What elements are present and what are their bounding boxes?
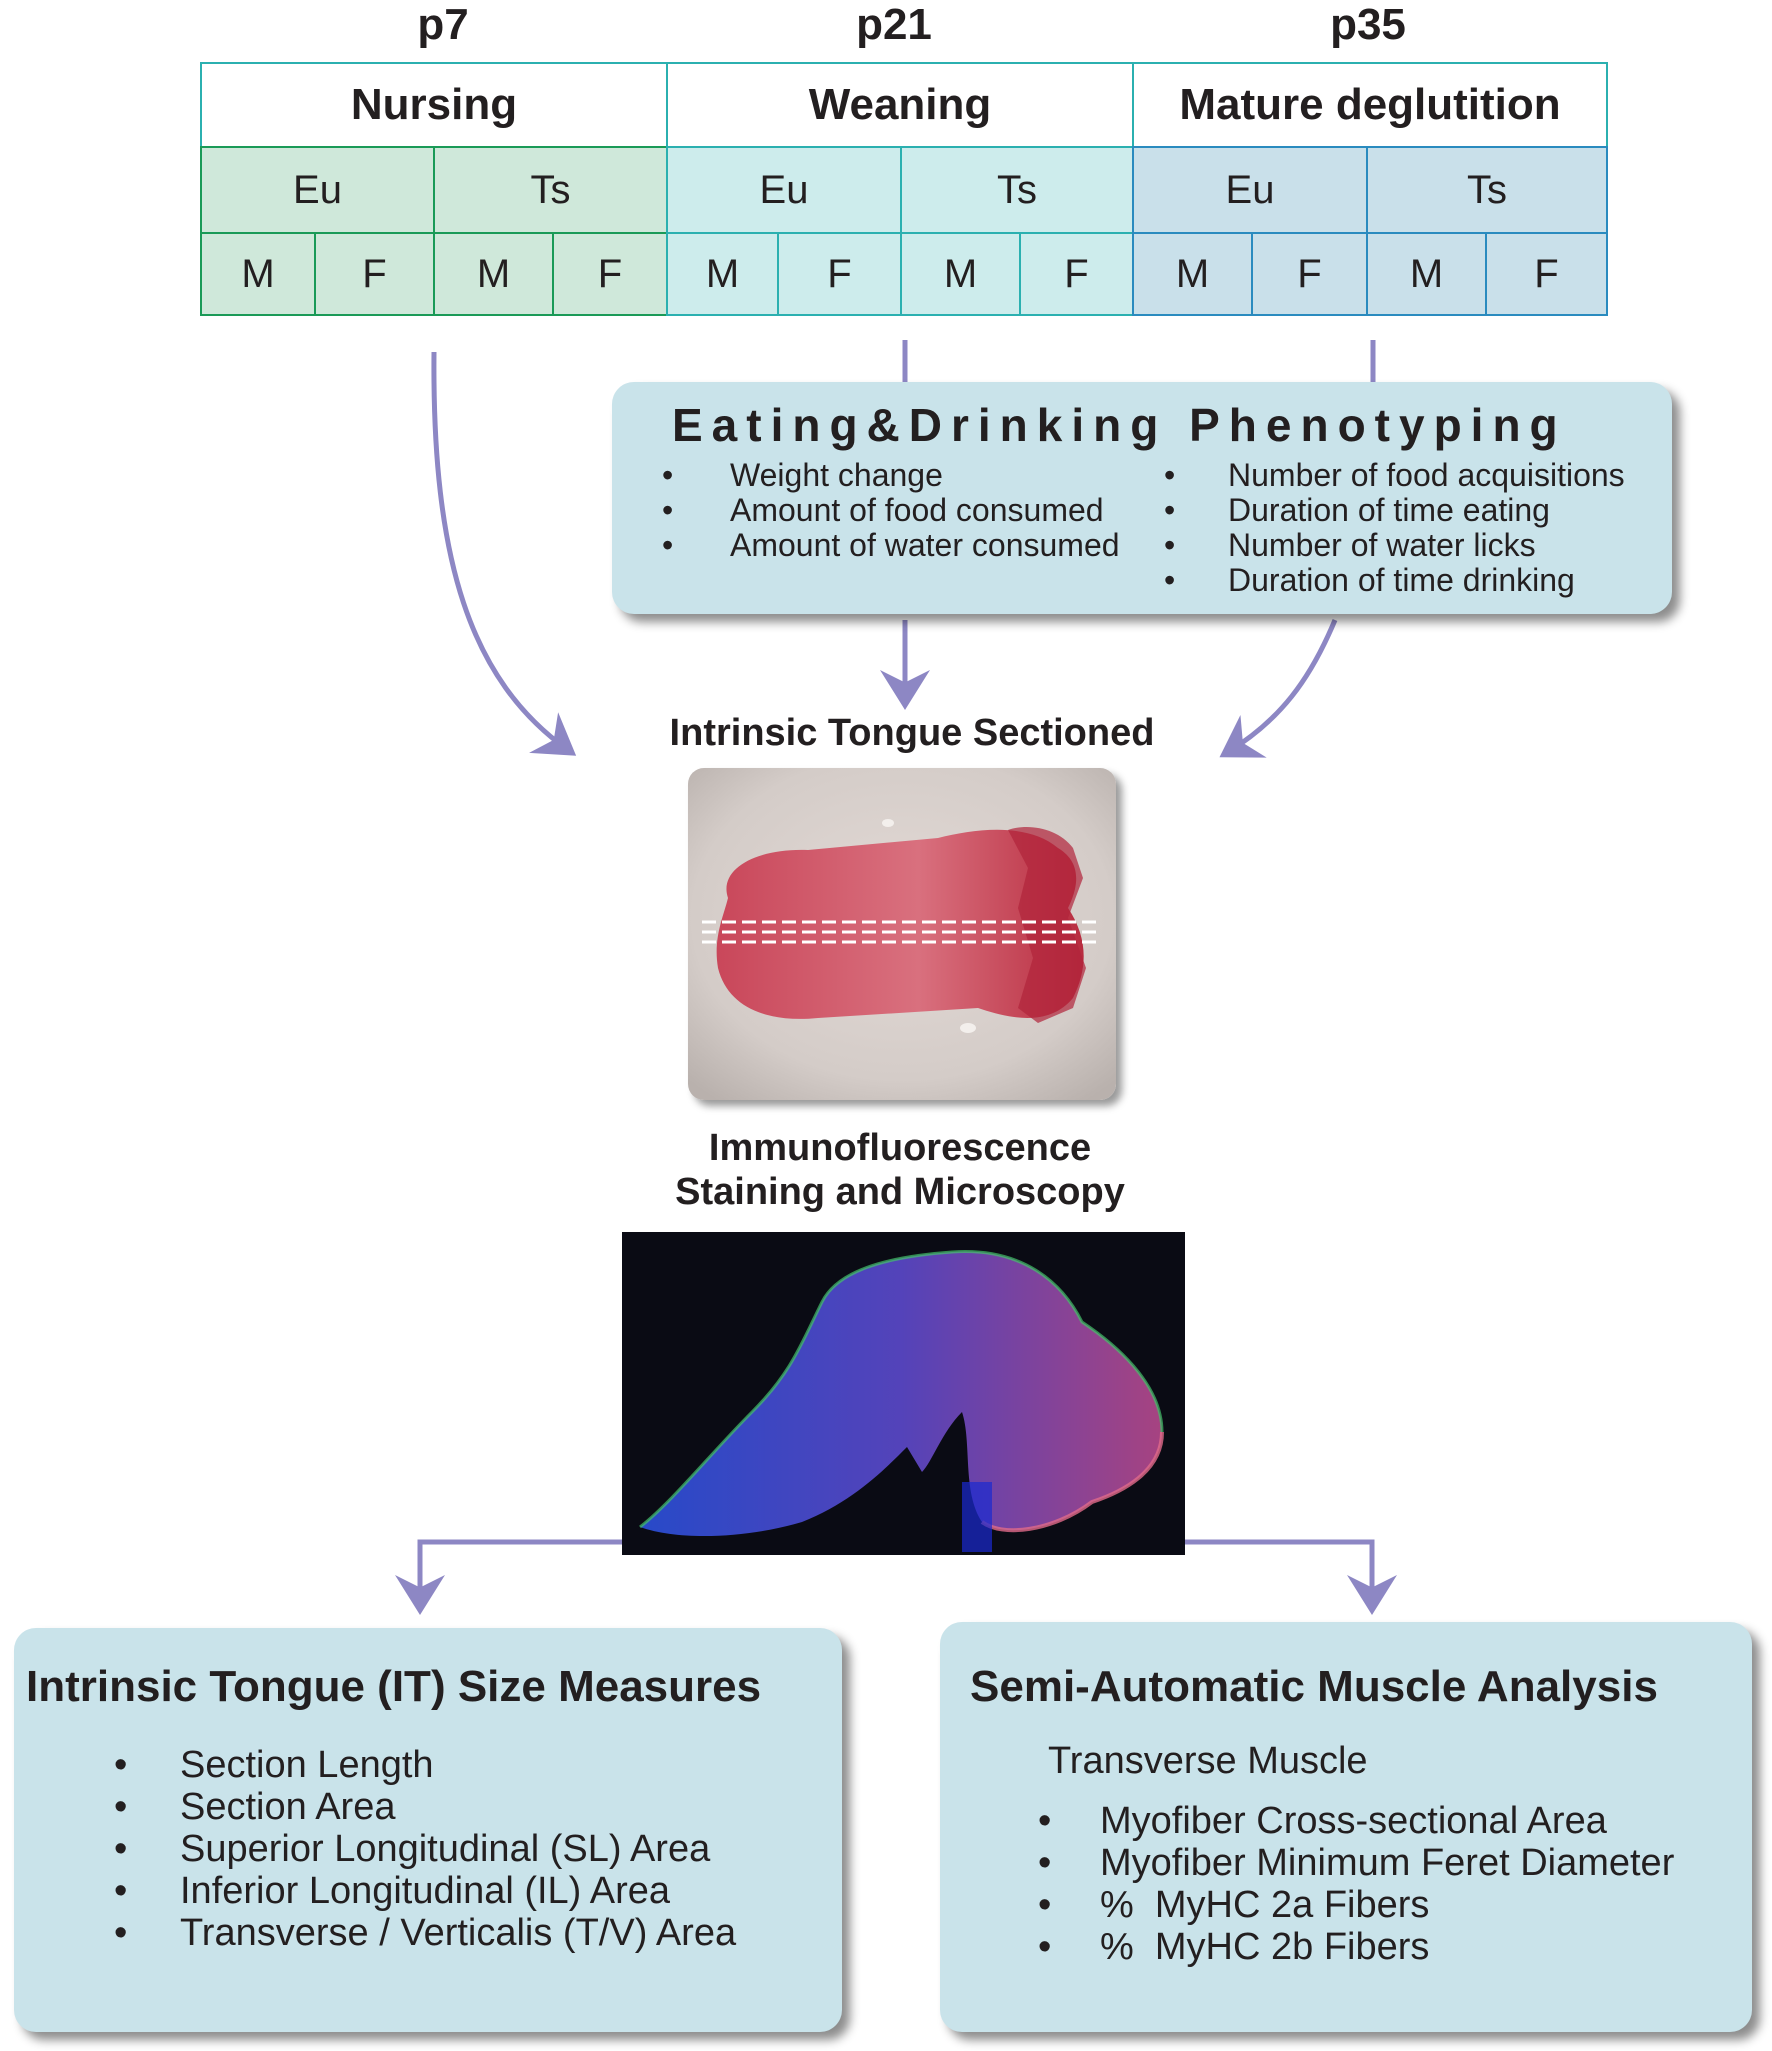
bullet-icon: •: [114, 1828, 128, 1870]
list-item-text: % MyHC 2a Fibers: [1100, 1884, 1430, 1926]
list-item-text: Amount of food consumed: [730, 492, 1104, 528]
muscle-analysis-subtitle: Transverse Muscle: [1048, 1740, 1368, 1782]
list-item: • Section Length: [114, 1744, 736, 1786]
list-item: • Myofiber Cross-sectional Area: [1038, 1800, 1674, 1842]
bullet-icon: •: [1038, 1926, 1052, 1968]
list-item-text: Weight change: [730, 457, 943, 493]
timeline-table: Nursing Weaning Mature deglutition Eu Ts…: [200, 62, 1608, 316]
list-item-text: Myofiber Minimum Feret Diameter: [1100, 1842, 1675, 1884]
genotype-eu-nursing: Eu: [200, 146, 435, 234]
bullet-icon: •: [662, 527, 674, 563]
immuno-micrograph: [622, 1232, 1185, 1555]
bullet-icon: •: [114, 1870, 128, 1912]
list-item: • Duration of time eating: [1164, 493, 1625, 528]
age-label-p35: p35: [1330, 0, 1406, 49]
size-measures-list: • Section Length • Section Area • Superior …: [114, 1744, 736, 1954]
sex-f-ts-mature: F: [1485, 232, 1608, 316]
sex-f-eu-weaning: F: [777, 232, 902, 316]
arrow-to-muscle-analysis: [1185, 1539, 1397, 1615]
sex-m-eu-mature: M: [1132, 232, 1253, 316]
list-item-text: Myofiber Cross-sectional Area: [1100, 1800, 1607, 1842]
bullet-icon: •: [1164, 457, 1176, 493]
list-item-text: Amount of water consumed: [730, 527, 1120, 563]
immuno-label: Immunofluorescence Staining and Microsco…: [600, 1126, 1200, 1214]
list-item-text: Section Length: [180, 1744, 434, 1786]
tongue-image: [688, 768, 1116, 1100]
list-item-text: Duration of time drinking: [1228, 562, 1575, 598]
bullet-icon: •: [1038, 1884, 1052, 1926]
size-measures-box: Intrinsic Tongue (IT) Size Measures • Sec…: [14, 1628, 842, 2032]
bullet-icon: •: [114, 1912, 128, 1954]
list-item-text: Number of water licks: [1228, 527, 1536, 563]
bullet-icon: •: [1164, 562, 1176, 598]
list-item-text: % MyHC 2b Fibers: [1100, 1926, 1430, 1968]
sex-m-ts-mature: M: [1366, 232, 1487, 316]
list-item-text: Transverse / Verticalis (T/V) Area: [180, 1912, 737, 1954]
list-item-text: Superior Longitudinal (SL) Area: [180, 1828, 711, 1870]
micrograph-image: [639, 1250, 1164, 1552]
bullet-icon: •: [662, 457, 674, 493]
arrow-to-size-measures: [395, 1539, 622, 1615]
bullet-icon: •: [662, 492, 674, 528]
sex-f-eu-mature: F: [1251, 232, 1368, 316]
tongue-section-label: Intrinsic Tongue Sectioned: [669, 712, 1155, 754]
list-item: • Section Area: [114, 1786, 736, 1828]
list-item: • Duration of time drinking: [1164, 563, 1625, 598]
genotype-ts-nursing: Ts: [433, 146, 668, 234]
genotype-ts-weaning: Ts: [900, 146, 1134, 234]
bullet-icon: •: [1038, 1842, 1052, 1884]
list-item: • Superior Longitudinal (SL) Area: [114, 1828, 736, 1870]
genotype-ts-mature: Ts: [1366, 146, 1608, 234]
stage-mature-deglutition: Mature deglutition: [1132, 62, 1608, 148]
list-item: • % MyHC 2a Fibers: [1038, 1884, 1674, 1926]
immuno-label-line2: Staining and Microscopy: [675, 1171, 1125, 1213]
age-label-p21: p21: [856, 0, 932, 49]
list-item: • Amount of food consumed: [662, 493, 1120, 528]
arrow-p7-to-section: [431, 351, 577, 756]
list-item: • Myofiber Minimum Feret Diameter: [1038, 1842, 1674, 1884]
muscle-analysis-title: Semi-Automatic Muscle Analysis: [970, 1662, 1658, 1711]
tongue-section-photo: [688, 768, 1116, 1100]
phenotyping-box: Eating&Drinking Phenotyping • Weight chan…: [612, 382, 1672, 614]
bullet-icon: •: [1164, 492, 1176, 528]
list-item: • % MyHC 2b Fibers: [1038, 1926, 1674, 1968]
list-item: • Amount of water consumed: [662, 528, 1120, 563]
sex-m-eu-weaning: M: [666, 232, 779, 316]
list-item: • Weight change: [662, 458, 1120, 493]
sex-f-ts-weaning: F: [1019, 232, 1134, 316]
bullet-icon: •: [114, 1786, 128, 1828]
list-item-text: Inferior Longitudinal (IL) Area: [180, 1870, 671, 1912]
muscle-analysis-list: • Myofiber Cross-sectional Area • Myofiber…: [1038, 1800, 1674, 1968]
list-item-text: Duration of time eating: [1228, 492, 1550, 528]
bullet-icon: •: [1038, 1800, 1052, 1842]
list-item-text: Number of food acquisitions: [1228, 457, 1625, 493]
sex-m-ts-nursing: M: [433, 232, 554, 316]
bullet-icon: •: [114, 1744, 128, 1786]
immuno-label-line1: Immunofluorescence: [708, 1127, 1092, 1169]
size-measures-title: Intrinsic Tongue (IT) Size Measures: [26, 1662, 762, 1711]
phenotyping-left-list: •Weight change •Amount of food consumed …: [662, 458, 1120, 563]
age-label-p7: p7: [417, 0, 469, 49]
sex-m-eu-nursing: M: [200, 232, 316, 316]
arrow-p35-to-section: [1219, 619, 1338, 758]
muscle-analysis-box: Semi-Automatic Muscle Analysis Transvers…: [940, 1622, 1752, 2032]
list-item: • Number of water licks: [1164, 528, 1625, 563]
list-item: • Number of food acquisitions: [1164, 458, 1625, 493]
phenotyping-right-list: • Number of food acquisitions • Duration o…: [1164, 458, 1625, 598]
list-item-text: Section Area: [180, 1786, 396, 1828]
phenotyping-title: Eating&Drinking Phenotyping: [672, 399, 1567, 451]
sex-f-eu-nursing: F: [314, 232, 435, 316]
list-item: • Inferior Longitudinal (IL) Area: [114, 1870, 736, 1912]
list-item: • Transverse / Verticalis (T/V) Area: [114, 1912, 736, 1954]
bullet-icon: •: [1164, 527, 1176, 563]
